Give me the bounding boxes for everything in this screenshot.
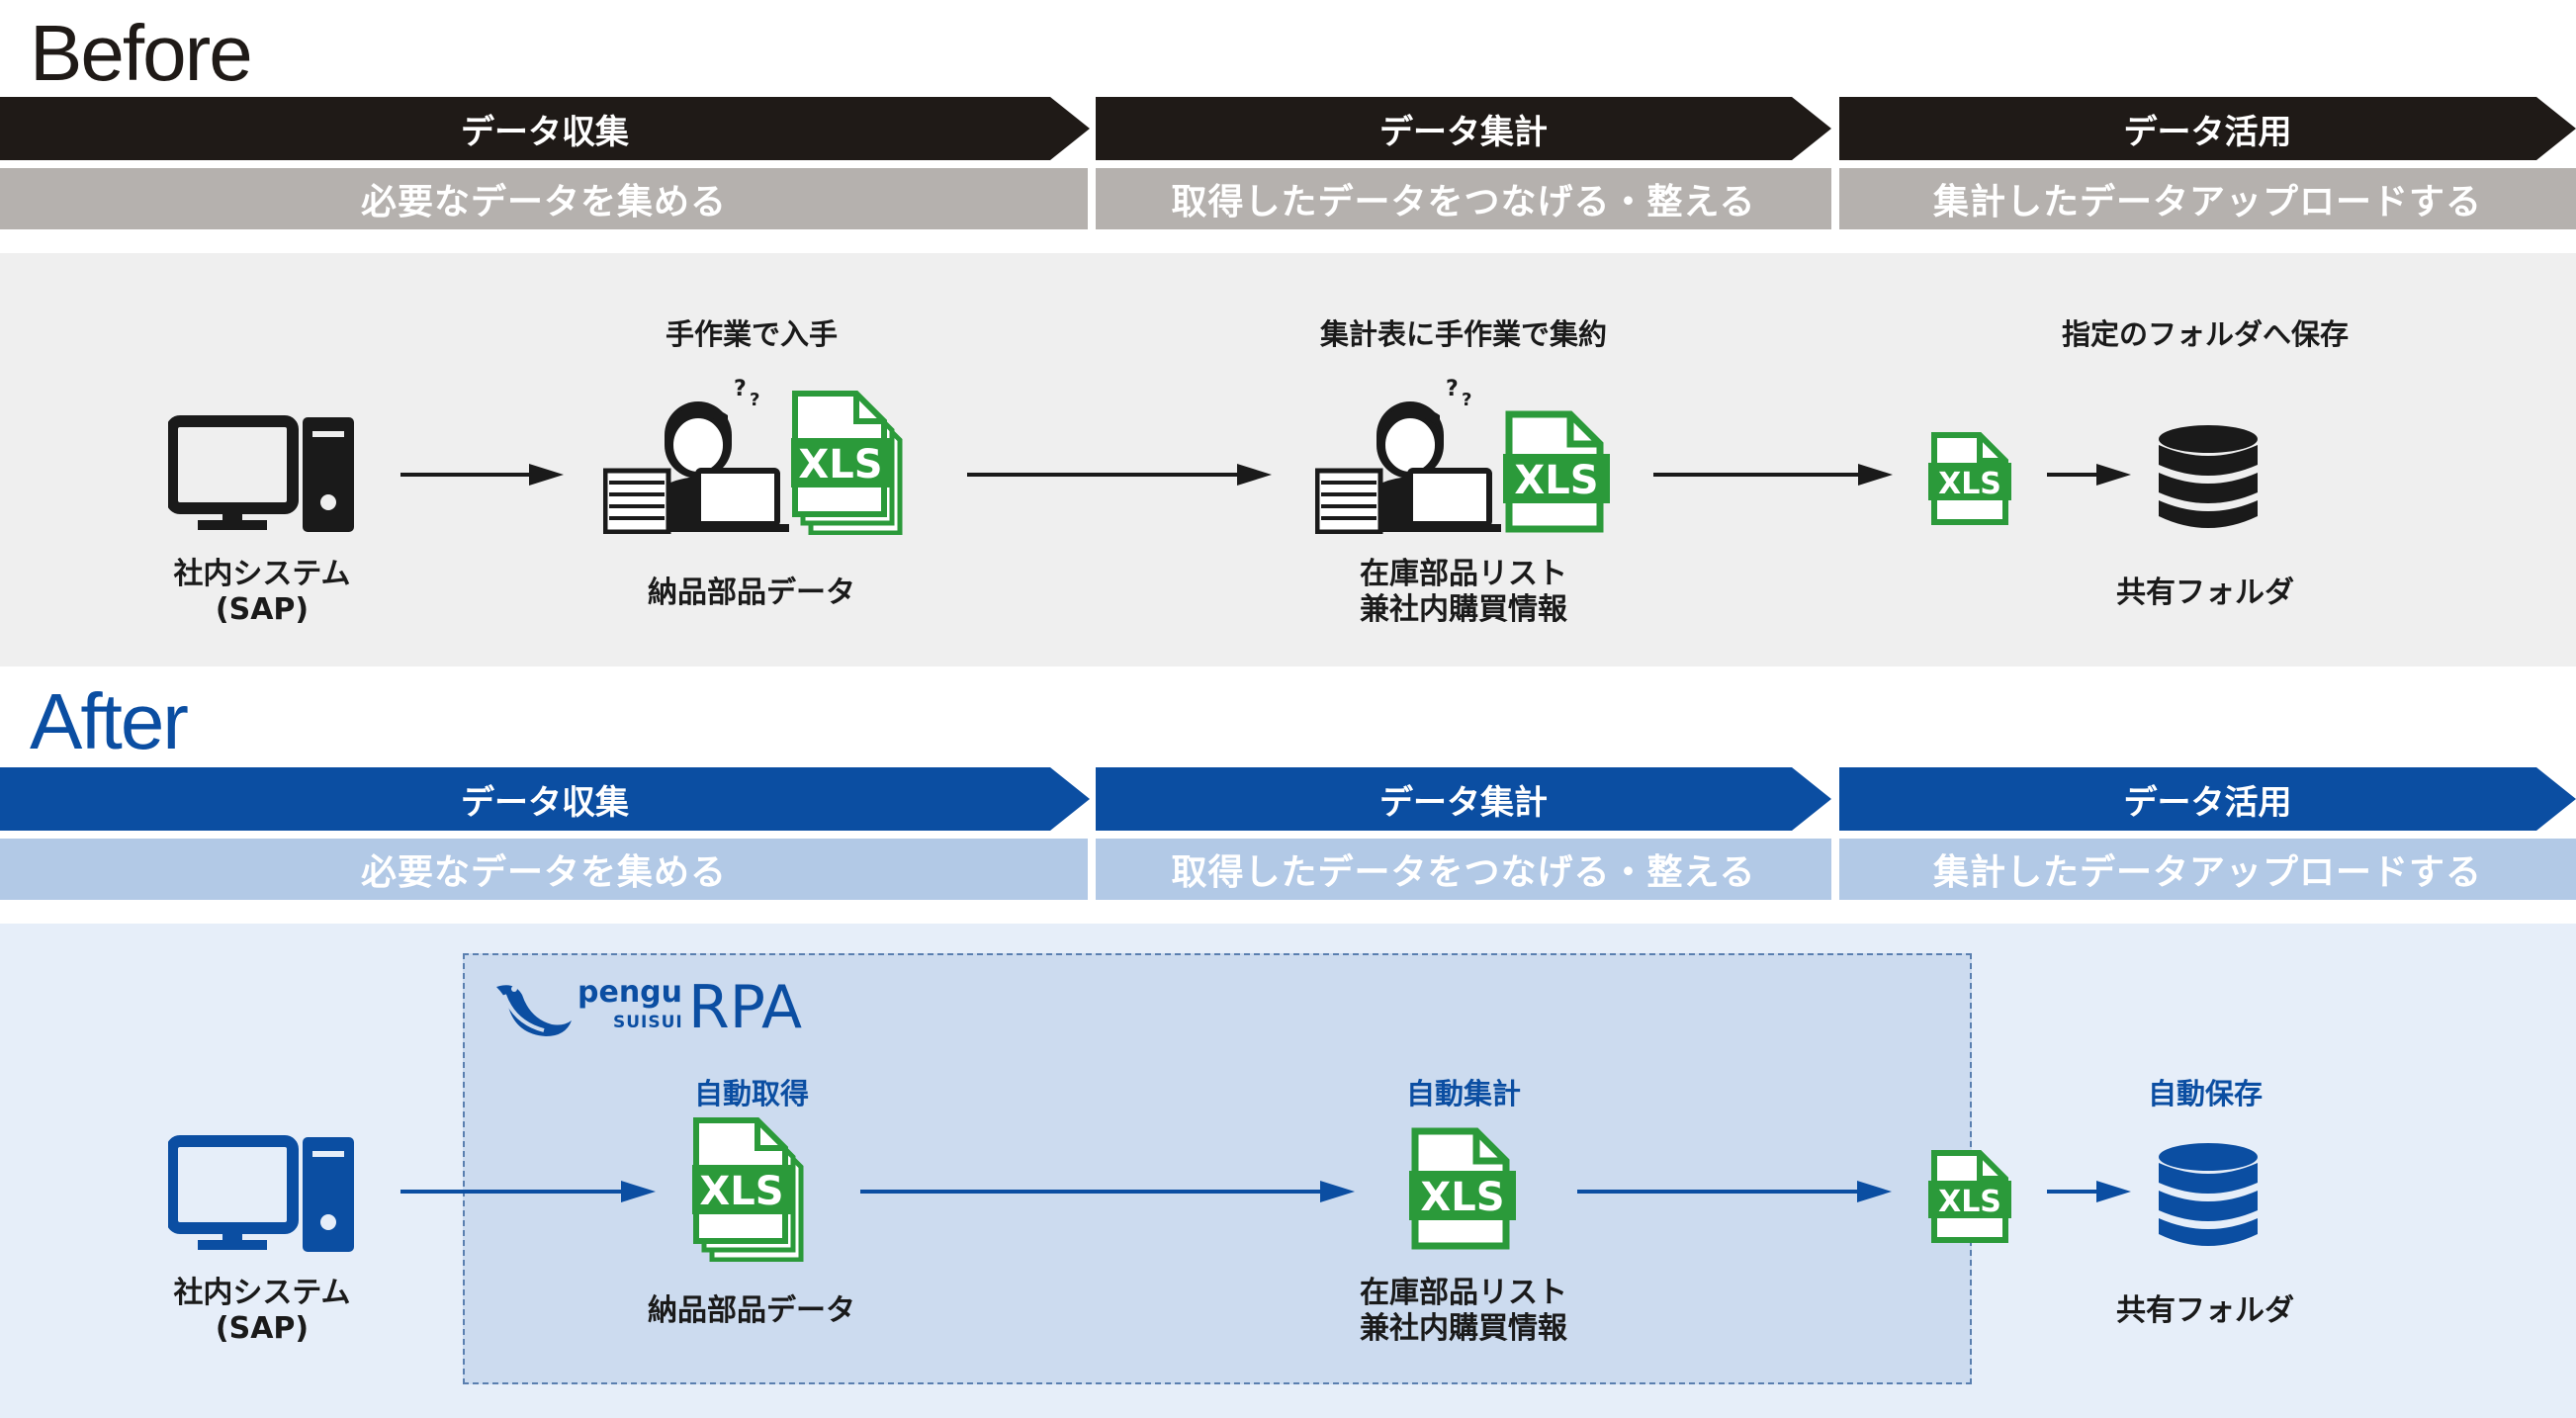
computer-icon [168, 1135, 354, 1252]
xls-file-icon: XLS [1928, 432, 2011, 525]
pengu-bird-logo-icon [496, 985, 572, 1036]
logo-rpa-text: RPA [688, 973, 803, 1042]
flow-arrow [860, 1181, 1355, 1202]
stage-arrow-shape [1839, 767, 2576, 831]
flow-arrow [2047, 464, 2131, 486]
after-step-auto-get: 自動取得 [693, 1077, 809, 1110]
before-stage-use: データ活用 [1839, 97, 2576, 160]
label-line: (SAP) [215, 1311, 310, 1346]
worker-at-desk-icon: ? ? [1315, 377, 1501, 534]
after-file1-label: 納品部品データ [648, 1293, 855, 1328]
svg-text:?: ? [1462, 390, 1471, 410]
label-line: 兼社内購買情報 [1360, 1311, 1567, 1346]
before-step-save-folder: 指定のフォルダへ保存 [2061, 317, 2349, 351]
after-stage-collect: データ収集 [0, 767, 1090, 831]
svg-text:?: ? [734, 377, 747, 401]
database-icon [2159, 1143, 2258, 1246]
xls-text: XLS [1420, 1175, 1504, 1220]
after-system-label: 社内システム (SAP) [138, 1276, 386, 1347]
after-desc-collect: 必要なデータを集める [0, 839, 1088, 900]
after-desc-aggregate: 取得したデータをつなげる・整える [1096, 839, 1831, 900]
xls-file-icon: XLS [1409, 1127, 1516, 1250]
stage-label: データ活用 [2123, 782, 2292, 823]
before-stage-aggregate: データ集計 [1096, 97, 1831, 160]
logo-pengu-text: pengu [577, 975, 683, 1010]
xls-text: XLS [1938, 1185, 2001, 1219]
before-panel [0, 253, 2576, 666]
stage-arrow-shape [1096, 767, 1831, 831]
xls-text: XLS [1514, 458, 1598, 503]
xls-text: XLS [699, 1169, 783, 1214]
logo-suisui-text: SUISUI [613, 1013, 683, 1032]
flow-arrow [400, 1181, 656, 1202]
flow-arrow [1577, 1181, 1892, 1202]
stage-arrow-shape [0, 767, 1090, 831]
stage-label: データ活用 [2123, 112, 2292, 152]
stage-label: データ集計 [1379, 112, 1548, 152]
after-folder-label: 共有フォルダ [2116, 1293, 2294, 1328]
flow-arrow [967, 464, 1272, 486]
xls-text: XLS [1938, 467, 2001, 501]
label-line: (SAP) [215, 592, 310, 627]
stage-arrow-shape [0, 97, 1090, 160]
stage-label: データ収集 [461, 782, 629, 823]
before-step-manual-aggregate: 集計表に手作業で集約 [1319, 317, 1607, 351]
before-file1-label: 納品部品データ [648, 576, 855, 610]
database-icon [2159, 425, 2258, 528]
after-file2-label: 在庫部品リスト 兼社内購買情報 [1315, 1276, 1612, 1347]
svg-text:?: ? [750, 390, 759, 410]
after-stage-aggregate: データ集計 [1096, 767, 1831, 831]
stage-arrow-shape [1839, 97, 2576, 160]
xls-text: XLS [798, 442, 882, 487]
after-title: After [30, 677, 189, 765]
xls-file-stack-icon: XLS [692, 1117, 804, 1262]
xls-file-stack-icon: XLS [791, 391, 903, 535]
stage-label: データ集計 [1379, 782, 1548, 823]
flow-arrow [1653, 464, 1893, 486]
label-line: 社内システム [173, 557, 351, 591]
after-desc-use: 集計したデータアップロードする [1839, 839, 2576, 900]
xls-file-icon: XLS [1503, 410, 1610, 533]
label-line: 在庫部品リスト [1360, 557, 1567, 591]
label-line: 在庫部品リスト [1360, 1276, 1567, 1310]
before-title: Before [30, 9, 253, 97]
before-desc-collect: 必要なデータを集める [0, 168, 1088, 229]
flow-arrow [2047, 1181, 2131, 1202]
before-desc-use: 集計したデータアップロードする [1839, 168, 2576, 229]
worker-at-desk-icon: ? ? [603, 377, 789, 534]
stage-label: データ収集 [461, 112, 629, 152]
before-stage-collect: データ収集 [0, 97, 1090, 160]
flow-arrow [400, 464, 564, 486]
after-step-auto-aggregate: 自動集計 [1405, 1077, 1521, 1110]
before-step-manual-get: 手作業で入手 [665, 317, 838, 351]
after-step-auto-save: 自動保存 [2147, 1077, 2263, 1110]
label-line: 社内システム [173, 1276, 351, 1310]
before-system-label: 社内システム (SAP) [138, 557, 386, 628]
after-stage-use: データ活用 [1839, 767, 2576, 831]
computer-icon [168, 415, 354, 532]
xls-file-icon: XLS [1928, 1150, 2011, 1243]
stage-arrow-shape [1096, 97, 1831, 160]
before-file2-label: 在庫部品リスト 兼社内購買情報 [1315, 557, 1612, 628]
before-folder-label: 共有フォルダ [2116, 576, 2294, 610]
svg-text:?: ? [1446, 377, 1459, 401]
before-desc-aggregate: 取得したデータをつなげる・整える [1096, 168, 1831, 229]
label-line: 兼社内購買情報 [1360, 592, 1567, 627]
